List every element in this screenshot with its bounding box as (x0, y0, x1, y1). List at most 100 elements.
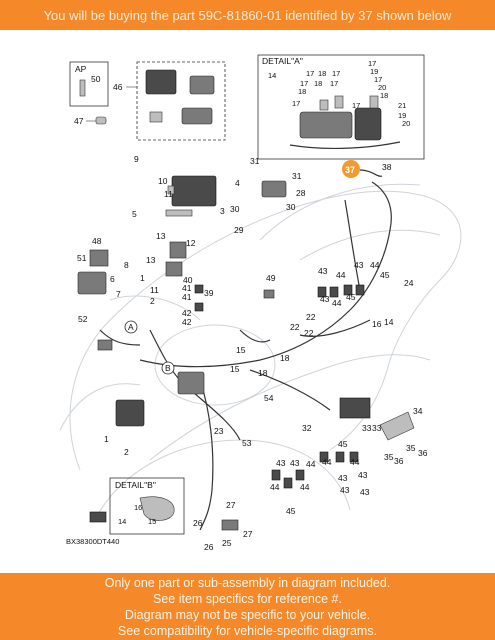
svg-text:44: 44 (306, 459, 316, 469)
svg-text:19: 19 (398, 111, 406, 120)
svg-text:17: 17 (292, 99, 300, 108)
svg-text:53: 53 (242, 438, 252, 448)
part-battery-10: 9 10 11 4 3 5 (132, 154, 240, 219)
part-relay-12: 13 12 13 (146, 231, 196, 277)
svg-text:45: 45 (380, 270, 390, 280)
svg-text:52: 52 (78, 314, 88, 324)
main-harness (99, 181, 392, 531)
part-relays-43-44: 43 44 43 44 45 43 44 45 24 16 14 (317, 260, 414, 329)
svg-text:33: 33 (362, 423, 372, 433)
marker-b-label: B (165, 363, 171, 373)
top-banner-text: You will be buying the part 59C-81860-01… (43, 7, 452, 23)
svg-text:54: 54 (264, 393, 274, 403)
svg-text:43: 43 (340, 485, 350, 495)
svg-text:44: 44 (350, 457, 360, 467)
svg-text:21: 21 (398, 101, 406, 110)
svg-text:9: 9 (134, 154, 139, 164)
part-central-block: 15 22 22 22 18 15 18 54 23 53 (177, 312, 316, 448)
svg-text:17: 17 (300, 79, 308, 88)
svg-text:15: 15 (236, 345, 246, 355)
highlighted-part-37[interactable]: 37 38 (342, 160, 392, 178)
svg-text:25: 25 (222, 538, 232, 548)
part-group-46: 46 (113, 61, 226, 141)
svg-text:23: 23 (214, 426, 224, 436)
highlight-ref-label: 37 (345, 165, 355, 175)
top-banner: You will be buying the part 59C-81860-01… (0, 0, 495, 30)
part-ecu-48: 48 51 8 6 7 1 11 2 (77, 236, 159, 306)
svg-text:16: 16 (372, 319, 382, 329)
svg-text:11: 11 (150, 285, 159, 295)
svg-text:28: 28 (296, 188, 306, 198)
svg-text:27: 27 (226, 500, 236, 510)
part-33-34: 32 33 33 34 35 35 36 36 (302, 397, 428, 466)
svg-text:18: 18 (298, 87, 306, 96)
svg-text:43: 43 (338, 473, 348, 483)
svg-text:31: 31 (292, 171, 302, 181)
part-regulator-28: 31 31 28 30 29 30 (230, 156, 306, 235)
svg-text:13: 13 (156, 231, 166, 241)
svg-text:27: 27 (243, 529, 253, 539)
svg-text:45: 45 (338, 439, 348, 449)
scooter-outline (59, 183, 462, 521)
svg-text:4: 4 (235, 178, 240, 188)
svg-text:18: 18 (280, 353, 290, 363)
svg-text:40: 40 (183, 275, 193, 285)
part-47: 47 (74, 116, 107, 126)
svg-text:2: 2 (124, 447, 129, 457)
svg-text:49: 49 (266, 273, 276, 283)
detail-b-label: DETAIL"B" (115, 480, 156, 490)
svg-text:50: 50 (91, 74, 101, 84)
svg-text:20: 20 (378, 83, 386, 92)
svg-text:43: 43 (290, 458, 300, 468)
svg-text:43: 43 (318, 266, 328, 276)
bottom-banner-line-4: See compatibility for vehicle-specific d… (117, 623, 378, 638)
svg-text:32: 32 (302, 423, 312, 433)
svg-text:17: 17 (368, 59, 376, 68)
ap-label: AP (75, 64, 87, 74)
svg-text:46: 46 (113, 82, 123, 92)
svg-text:26: 26 (204, 542, 214, 552)
marker-a-label: A (128, 322, 134, 332)
drawing-code: BX38300DT440 (66, 537, 119, 546)
svg-text:26: 26 (193, 518, 203, 528)
svg-text:44: 44 (300, 482, 310, 492)
svg-text:3: 3 (220, 206, 225, 216)
svg-text:36: 36 (418, 448, 428, 458)
marker-a: A (124, 320, 138, 334)
svg-text:51: 51 (77, 253, 87, 263)
svg-text:41: 41 (182, 292, 192, 302)
svg-text:18: 18 (380, 91, 388, 100)
svg-text:35: 35 (384, 452, 394, 462)
svg-text:11: 11 (164, 189, 173, 199)
detail-b-inset: DETAIL"B" 16 14 15 (89, 477, 185, 535)
svg-text:45: 45 (346, 292, 356, 302)
svg-text:43: 43 (358, 470, 368, 480)
svg-text:20: 20 (402, 119, 410, 128)
svg-text:22: 22 (304, 328, 314, 338)
part-49: 49 (263, 273, 276, 299)
svg-text:42: 42 (182, 308, 192, 318)
svg-text:22: 22 (306, 312, 316, 322)
svg-text:45: 45 (286, 506, 296, 516)
svg-text:18: 18 (314, 79, 322, 88)
svg-text:17: 17 (332, 69, 340, 78)
svg-text:36: 36 (394, 456, 404, 466)
svg-text:6: 6 (110, 274, 115, 284)
svg-text:44: 44 (332, 298, 342, 308)
svg-text:41: 41 (182, 283, 192, 293)
svg-text:31: 31 (250, 156, 260, 166)
ap-inset: AP 50 (69, 61, 109, 107)
bottom-banner-line-3: Diagram may not be specific to your vehi… (124, 607, 371, 622)
svg-text:39: 39 (204, 288, 214, 298)
svg-text:24: 24 (404, 278, 414, 288)
svg-text:29: 29 (234, 225, 244, 235)
svg-text:19: 19 (370, 67, 378, 76)
part-fuse-group: 40 41 41 39 42 42 (182, 275, 214, 327)
marker-b: B (161, 361, 175, 375)
svg-text:10: 10 (158, 176, 168, 186)
svg-text:38: 38 (382, 162, 392, 172)
svg-text:43: 43 (354, 260, 364, 270)
drawing-code-label: BX38300DT440 (66, 537, 119, 546)
svg-text:13: 13 (146, 255, 156, 265)
